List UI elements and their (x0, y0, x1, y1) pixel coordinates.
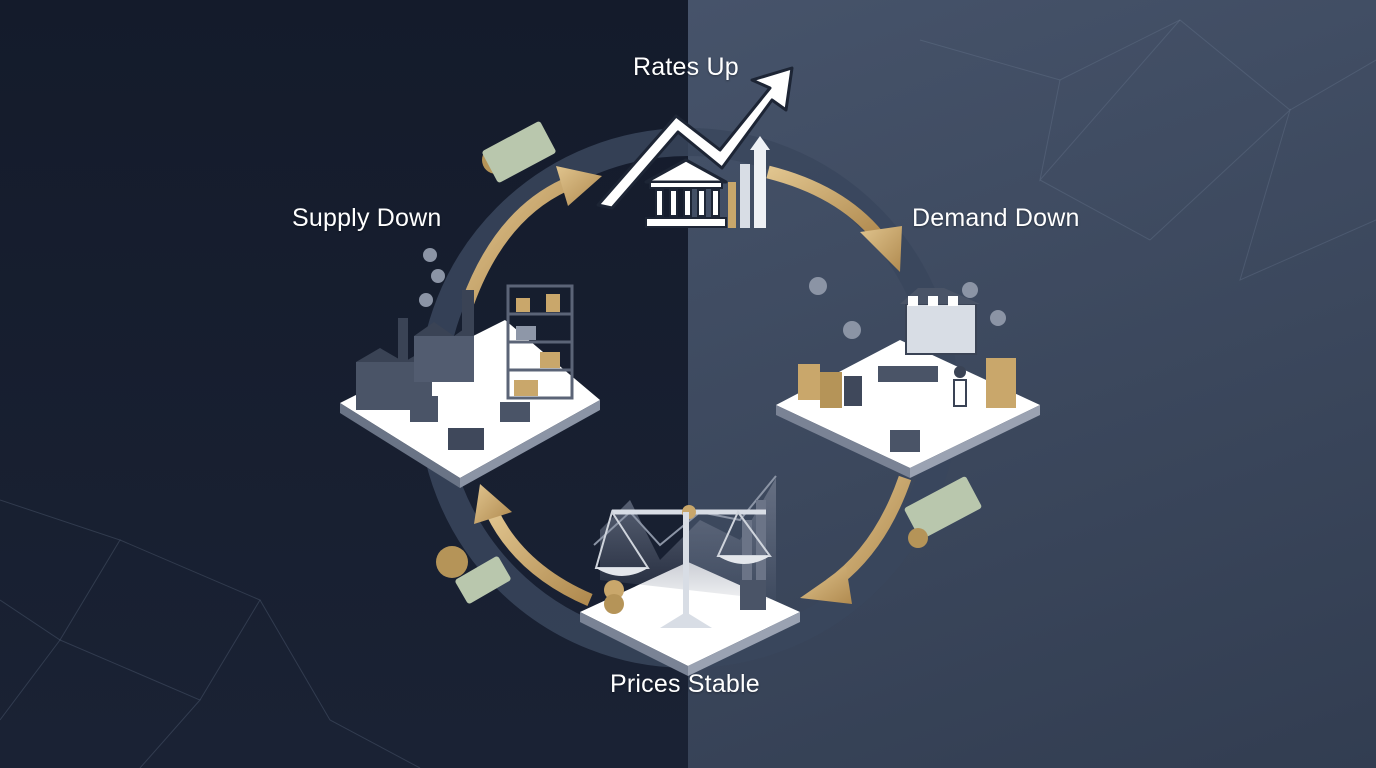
background-network-lines (0, 19, 1376, 768)
arrow-demand-to-prices (800, 475, 912, 604)
stage-label-rates: Rates Up (633, 53, 739, 81)
stage-label-demand: Demand Down (912, 204, 1080, 232)
cycle-arrows (461, 165, 912, 606)
arrow-prices-to-supply (474, 484, 593, 606)
bank-rising-chart-icon (596, 66, 794, 228)
arrow-rates-to-demand (766, 165, 902, 272)
balance-scale-icon (580, 475, 800, 676)
stage-label-prices: Prices Stable (610, 670, 760, 698)
storefront-shoppers-icon (776, 277, 1040, 478)
factory-warehouse-icon (340, 248, 600, 488)
money-accents (436, 121, 982, 604)
stage-label-supply: Supply Down (292, 204, 442, 232)
arrow-supply-to-rates (461, 166, 602, 305)
